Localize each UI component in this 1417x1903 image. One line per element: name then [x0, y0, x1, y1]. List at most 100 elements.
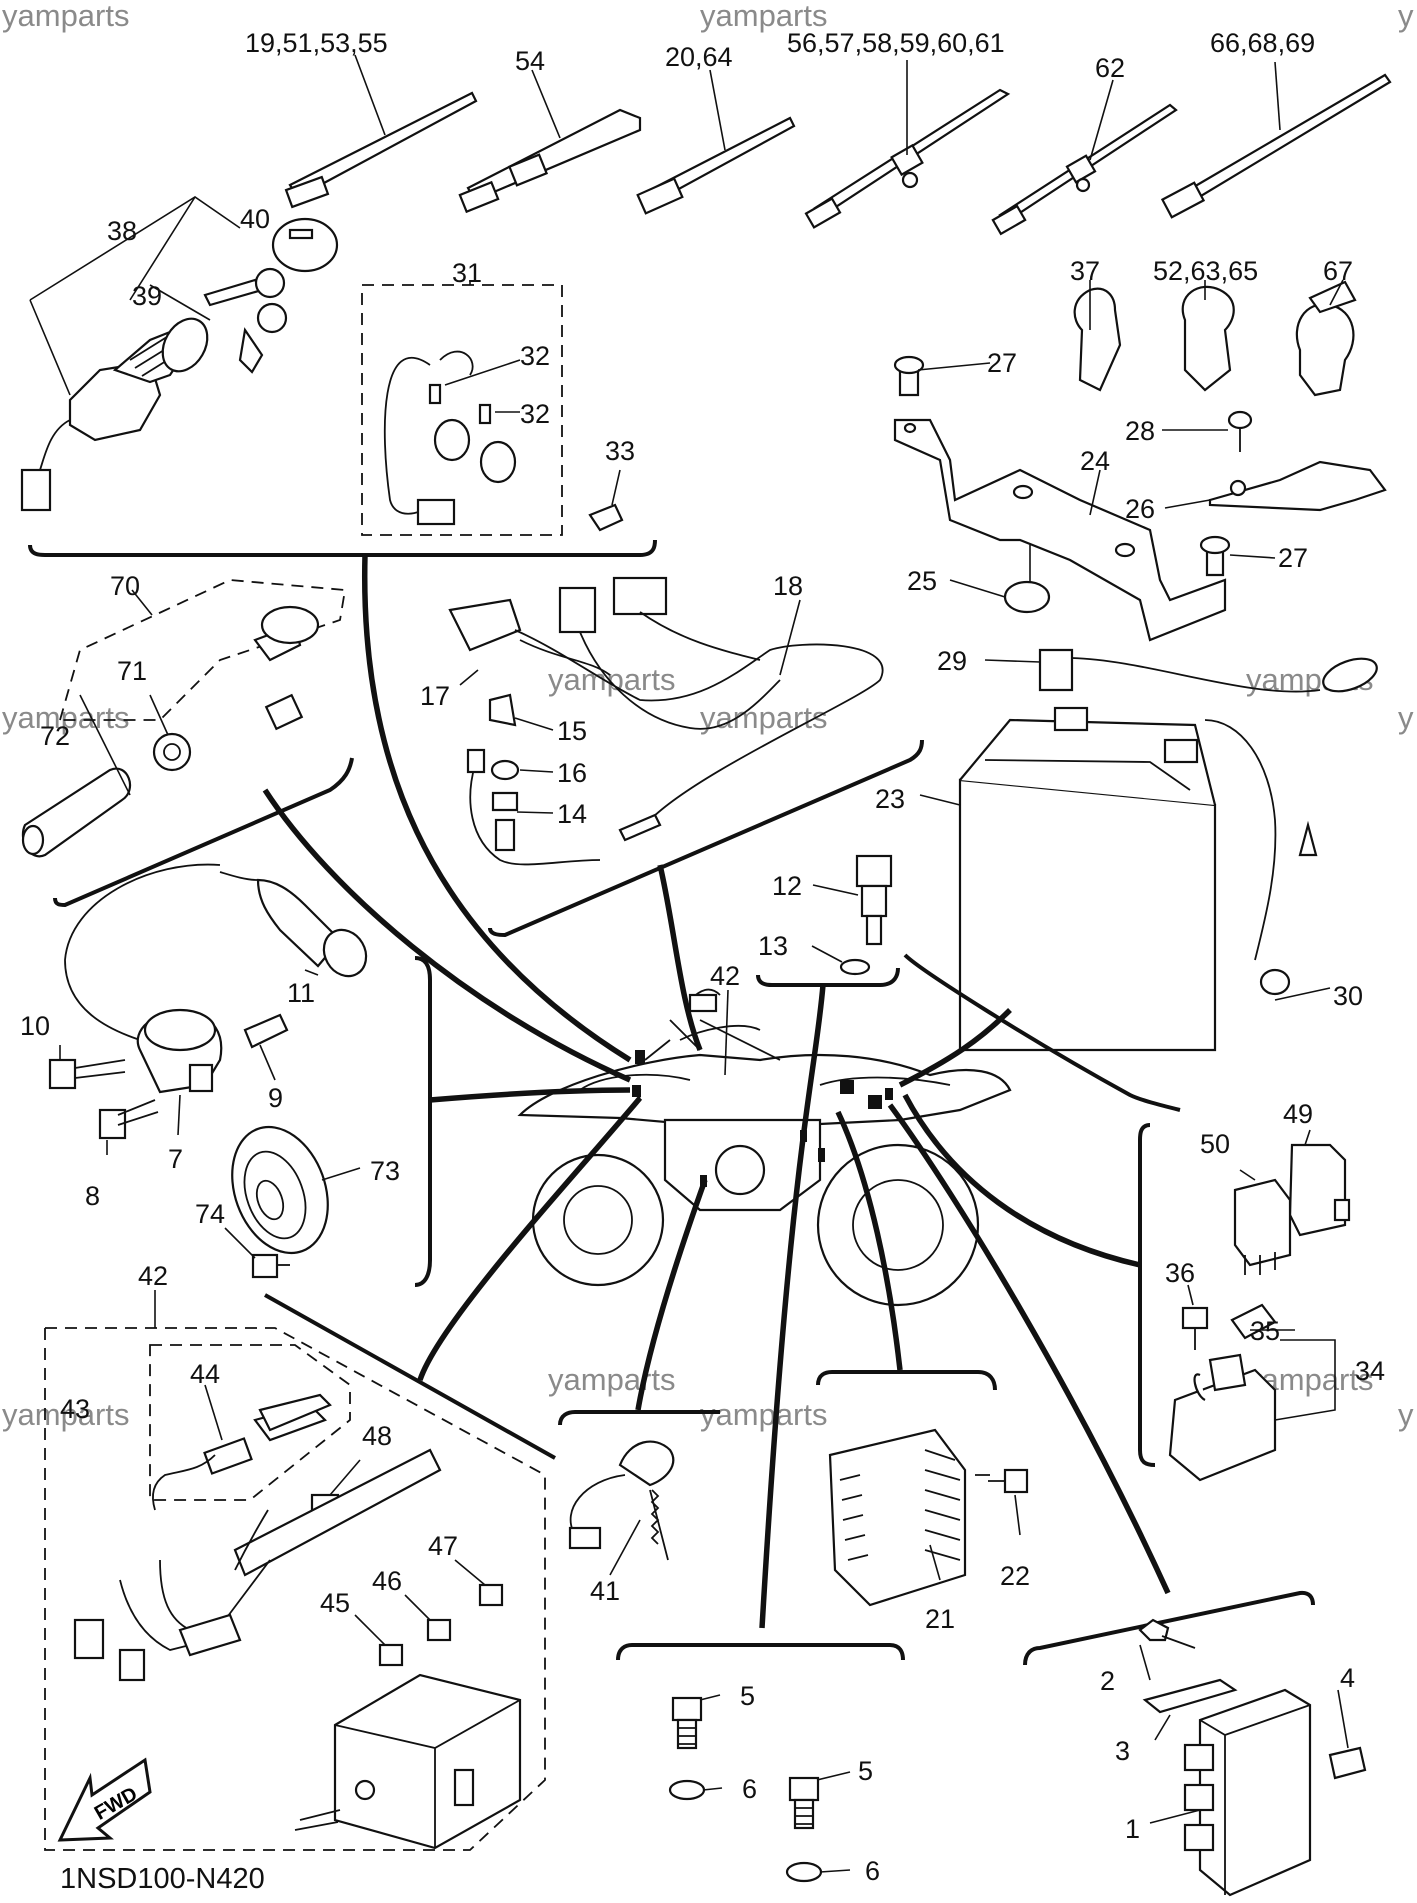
callout: 73	[370, 1156, 400, 1186]
callout: 9	[268, 1083, 283, 1113]
callout: 23	[875, 784, 905, 814]
callout: 30	[1333, 981, 1363, 1011]
callout: 42	[710, 961, 740, 991]
callout: 50	[1200, 1129, 1230, 1159]
callout: 39	[132, 281, 162, 311]
watermark: yamparts	[2, 0, 129, 33]
callout: 25	[907, 566, 937, 596]
callout: 11	[287, 978, 315, 1008]
callout: 40	[240, 204, 270, 234]
callout: 16	[557, 758, 587, 788]
watermark: yamparts	[548, 662, 675, 697]
callout: 37	[1070, 256, 1100, 286]
callout: 7	[168, 1144, 183, 1174]
callout: 34	[1355, 1356, 1385, 1386]
callout: 21	[925, 1604, 955, 1634]
callout: 26	[1125, 494, 1155, 524]
callout: 52,63,65	[1153, 256, 1258, 286]
callout: 3	[1115, 1736, 1130, 1766]
callout: 20,64	[665, 42, 733, 72]
callout: 35	[1250, 1316, 1280, 1346]
watermark: yamparts	[700, 0, 827, 33]
callout: 1	[1125, 1814, 1140, 1844]
ecu-group	[1023, 1590, 1367, 1897]
group-bracket	[28, 539, 657, 557]
group-bracket	[414, 956, 432, 1287]
relay-group	[1168, 1129, 1351, 1482]
callout: 22	[1000, 1561, 1030, 1591]
callout: 43	[60, 1394, 90, 1424]
group-bracket	[903, 953, 1181, 1112]
callout: 4	[1340, 1663, 1355, 1693]
callout: 71	[117, 656, 147, 686]
callout: 2	[1100, 1666, 1115, 1696]
watermark-edge: y	[1398, 700, 1414, 735]
watermark: yamparts	[700, 700, 827, 735]
callout-labels: 19,51,53,55 54 20,64 56,57,58,59,60,61 6…	[20, 28, 1385, 1886]
main-switch-group	[20, 196, 339, 512]
bolts-group	[616, 1643, 905, 1883]
callout: 10	[20, 1011, 50, 1041]
callout: 70	[110, 571, 140, 601]
watermark: yamparts	[2, 700, 129, 735]
callout: 13	[758, 931, 788, 961]
watermark: yamparts	[2, 1397, 129, 1432]
callout: 38	[107, 216, 137, 246]
cable-ties	[284, 54, 1392, 236]
callout: 45	[320, 1588, 350, 1618]
callout: 29	[937, 646, 967, 676]
watermark: yamparts	[700, 1397, 827, 1432]
callout: 8	[85, 1181, 100, 1211]
harness-subassembly-group	[44, 1290, 546, 1851]
ignition-coil-group	[48, 863, 368, 1279]
callout: 74	[195, 1199, 225, 1229]
center-harness-group	[448, 576, 884, 866]
callout: 5	[740, 1681, 755, 1711]
callout: 18	[773, 571, 803, 601]
harness-leads	[262, 554, 1171, 1629]
watermark-edge: y	[1398, 0, 1414, 33]
callout: 31	[452, 258, 482, 288]
watermark-edge: y	[1398, 1397, 1414, 1432]
accessory-socket-group	[21, 579, 347, 858]
callout: 49	[1283, 1099, 1313, 1129]
callout: 17	[420, 681, 450, 711]
group-bracket	[53, 757, 354, 908]
callout: 32	[520, 399, 550, 429]
callout: 36	[1165, 1258, 1195, 1288]
callout: 15	[557, 716, 587, 746]
callout: 48	[362, 1421, 392, 1451]
atv-silhouette	[517, 988, 1012, 1307]
callout: 62	[1095, 53, 1125, 83]
group-bracket	[1138, 1123, 1156, 1467]
callout: 44	[190, 1359, 220, 1389]
callout: 27	[987, 348, 1017, 378]
callout: 12	[772, 871, 802, 901]
watermark: yamparts	[548, 1362, 675, 1397]
bulb-harness-group	[361, 282, 624, 536]
callout: 47	[428, 1531, 458, 1561]
callout: 67	[1323, 256, 1353, 286]
callout: 19,51,53,55	[245, 28, 388, 58]
group-bracket	[756, 967, 900, 987]
callout: 5	[858, 1756, 873, 1786]
group-bracket	[488, 739, 924, 938]
callout: 24	[1080, 446, 1110, 476]
sensor-group	[811, 854, 893, 976]
callout: 6	[865, 1856, 880, 1886]
callout: 56,57,58,59,60,61	[787, 28, 1005, 58]
callout: 66,68,69	[1210, 28, 1315, 58]
callout: 28	[1125, 416, 1155, 446]
callout: 72	[40, 721, 70, 751]
callout: 6	[742, 1774, 757, 1804]
diagram-code: 1NSD100-N420	[60, 1863, 265, 1895]
watermarks: yamparts yamparts y yamparts yamparts ya…	[2, 0, 1414, 1432]
callout: 32	[520, 341, 550, 371]
callout: 14	[557, 799, 587, 829]
callout: 42	[138, 1261, 168, 1291]
battery-bracket-group	[893, 279, 1387, 642]
callout: 54	[515, 46, 545, 76]
battery-group	[919, 648, 1378, 1052]
fwd-arrow: FWD	[57, 1757, 152, 1842]
